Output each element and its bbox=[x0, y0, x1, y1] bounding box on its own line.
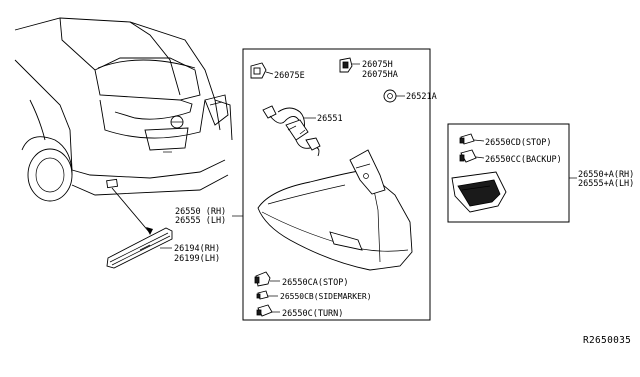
label-26075ha: 26075HA bbox=[362, 70, 398, 80]
bulb-26550cd-part bbox=[459, 133, 475, 145]
rear-reflector-part bbox=[106, 227, 173, 269]
label-26551: 26551 bbox=[317, 114, 343, 124]
label-26550c-turn: 26550C(TURN) bbox=[282, 309, 343, 319]
leader-26550cd bbox=[473, 139, 485, 142]
label-26550cc-backup: 26550CC(BACKUP) bbox=[485, 155, 562, 165]
clip-26075e-part bbox=[250, 62, 267, 79]
tail-lamp-assembly-box bbox=[242, 48, 431, 321]
harness-26551-part bbox=[262, 105, 321, 157]
clip-26075h-part bbox=[339, 57, 353, 73]
label-26555a-lh: 26555+A(LH) bbox=[578, 179, 634, 189]
bulb-26550cb-part bbox=[256, 290, 269, 300]
label-26075e: 26075E bbox=[274, 71, 305, 81]
inner-lamp-box bbox=[447, 123, 570, 223]
bulb-26550c-part bbox=[256, 304, 273, 317]
label-26550a-rh: 26550+A(RH) bbox=[578, 170, 634, 180]
vehicle-rear-illustration bbox=[14, 17, 233, 202]
diagram-reference-code: R2650035 bbox=[583, 335, 631, 346]
nut-26521a-part bbox=[383, 89, 397, 103]
label-26550-rh: 26550 (RH) bbox=[175, 207, 226, 217]
label-26521a: 26521A bbox=[406, 92, 437, 102]
reflector-leader-arrow bbox=[111, 187, 153, 235]
label-26199-lh: 26199(LH) bbox=[174, 254, 220, 264]
bulb-26550ca-part bbox=[254, 271, 271, 287]
label-26550cd-stop: 26550CD(STOP) bbox=[485, 138, 552, 148]
label-26550cb-sidemarker: 26550CB(SIDEMARKER) bbox=[280, 292, 372, 301]
leader-26075e bbox=[265, 71, 274, 75]
label-26550ca-stop: 26550CA(STOP) bbox=[282, 278, 349, 288]
bulb-26550cc-part bbox=[459, 149, 477, 163]
inner-lamp-26550a-part bbox=[451, 171, 507, 213]
label-26075h: 26075H bbox=[362, 60, 393, 70]
label-26194-rh: 26194(RH) bbox=[174, 244, 220, 254]
leader-26550cc bbox=[475, 156, 485, 159]
label-26555-lh: 26555 (LH) bbox=[175, 216, 226, 226]
tail-lamp-26550-part bbox=[257, 149, 413, 271]
